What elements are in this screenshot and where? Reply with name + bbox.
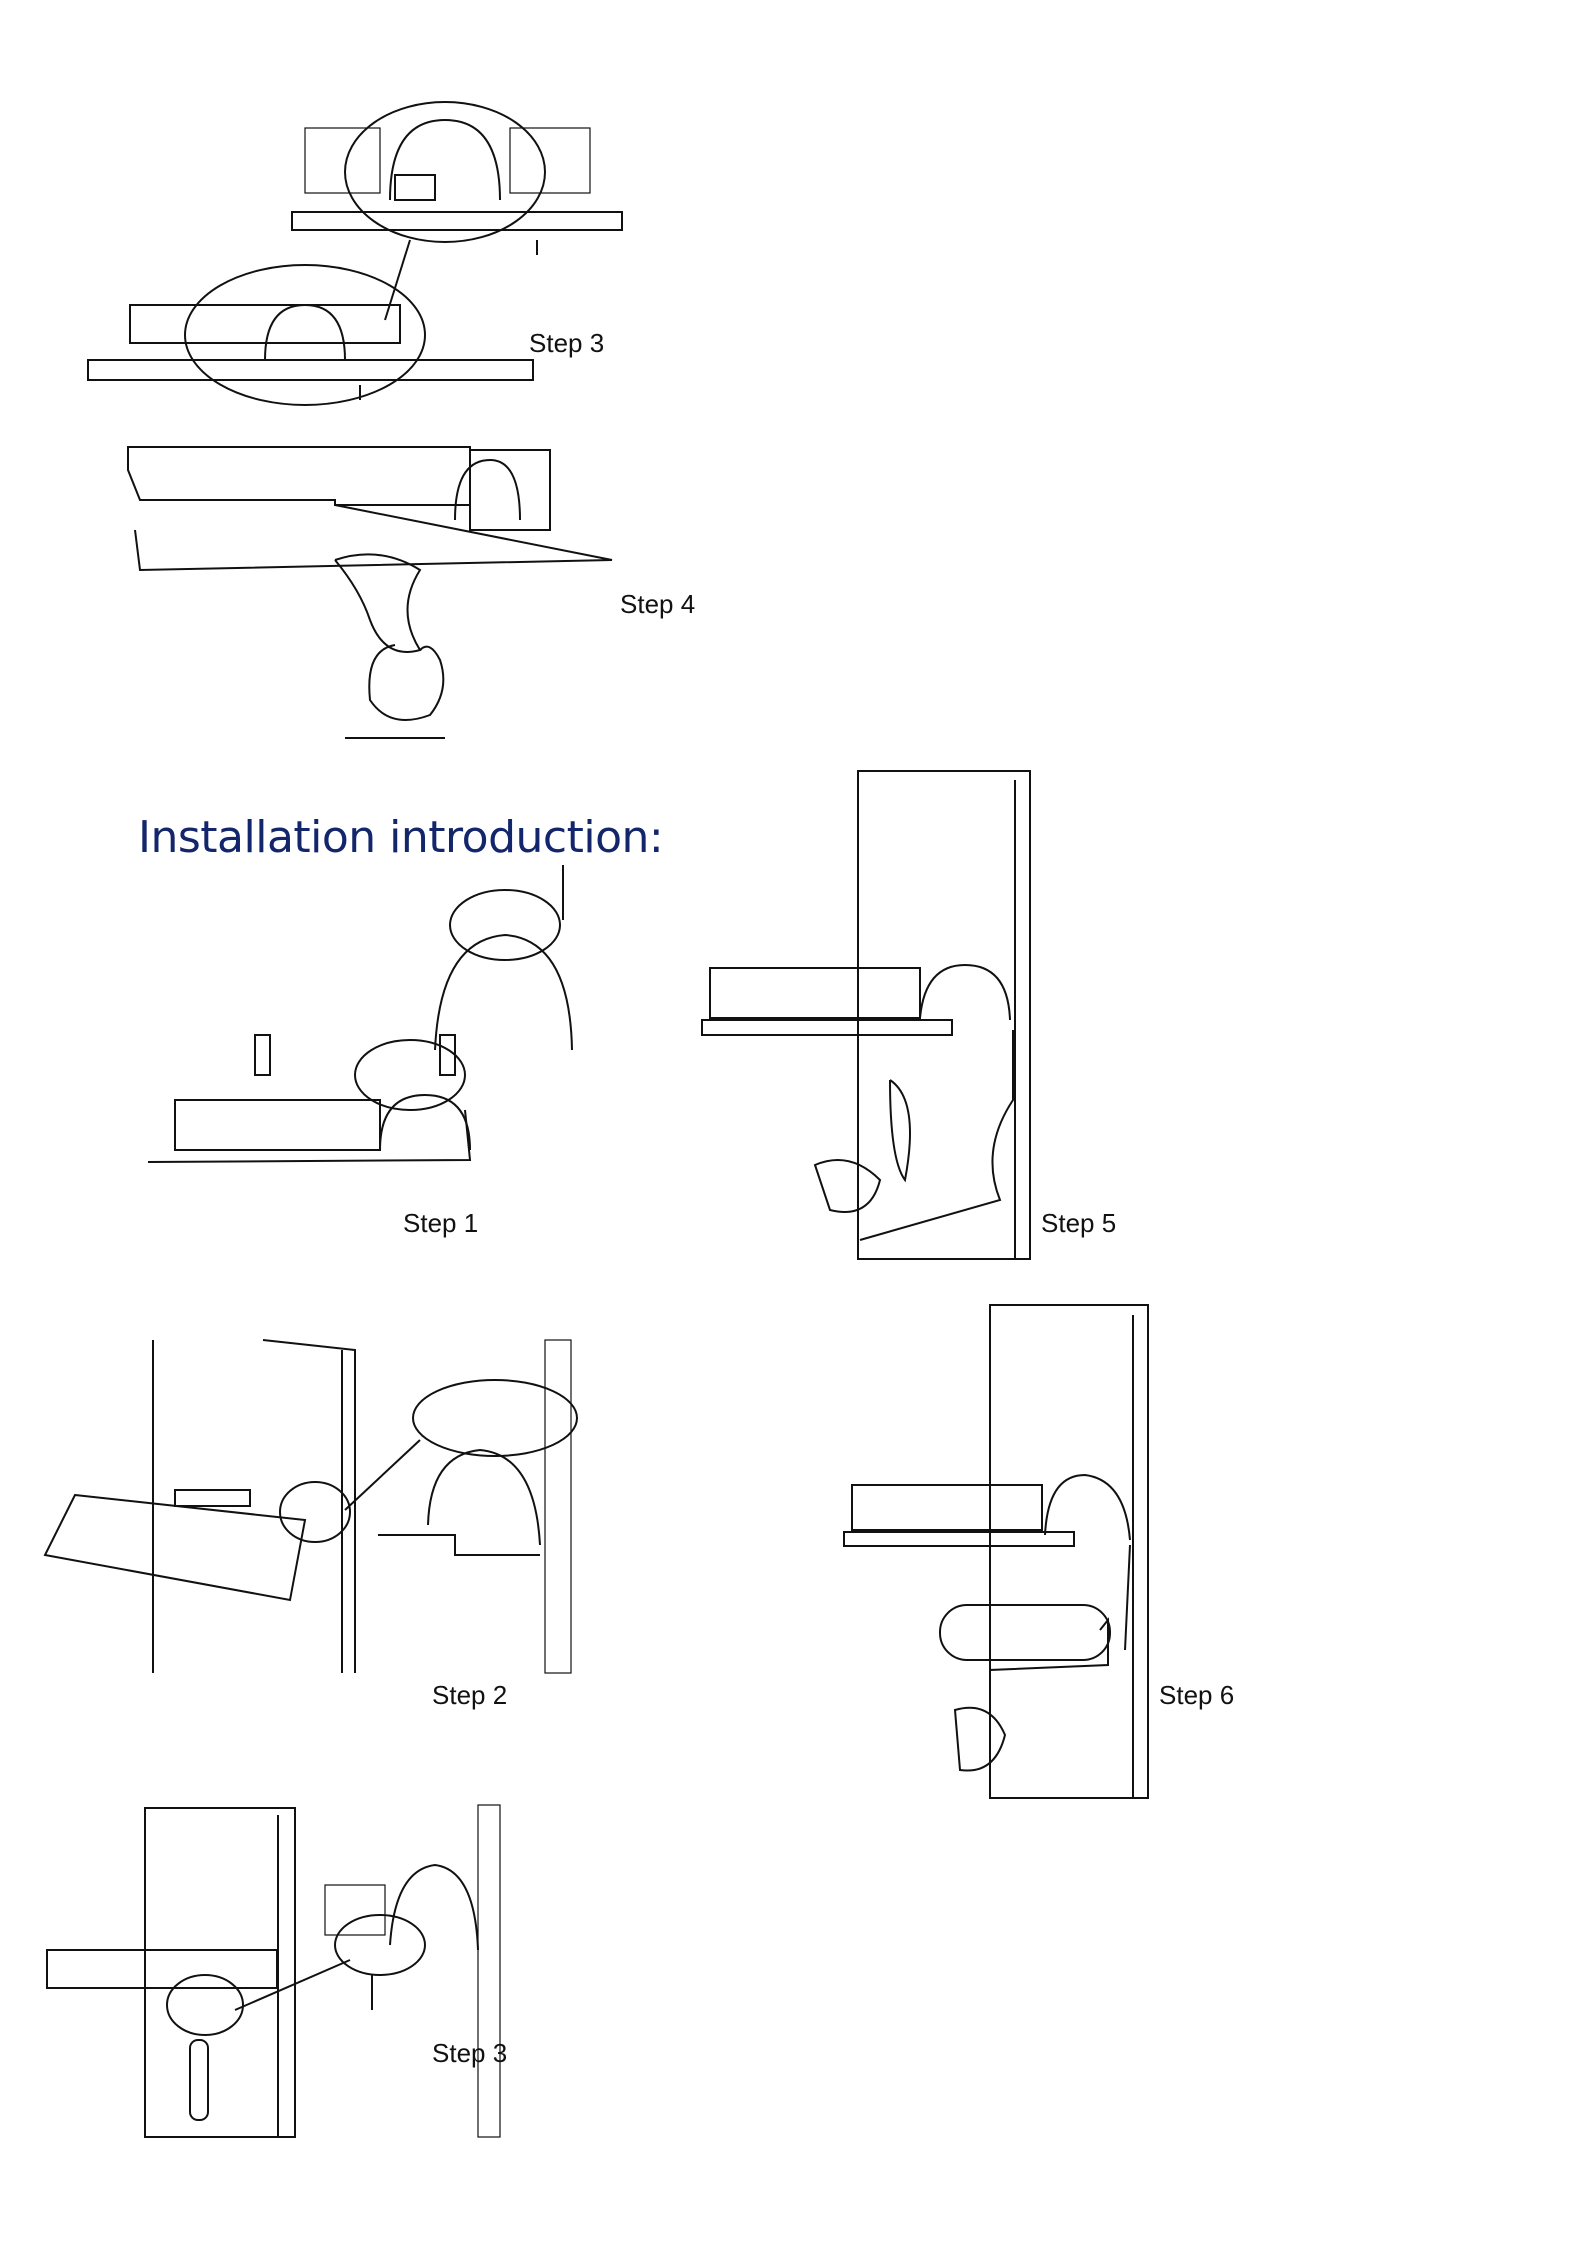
step-label-top-step3: Step 3 [529,328,605,358]
step4-top-illustration [127,446,613,739]
step-label-step5: Step 5 [1041,1208,1117,1238]
page-title: Installation introduction: [138,812,664,863]
step-label-step6: Step 6 [1159,1680,1235,1710]
step5-illustration [701,770,1031,1260]
step-label-top-step4: Step 4 [620,589,696,619]
step1-illustration [147,865,573,1163]
step6-illustration [843,1304,1149,1799]
step-label-step2: Step 2 [432,1680,508,1710]
step-label-step1: Step 1 [403,1208,479,1238]
step3-top-illustration [87,101,623,406]
step3-bottom-illustration [46,1804,501,2138]
step-label-bottom-step3: Step 3 [432,2038,508,2068]
step2-illustration [43,1339,578,1674]
